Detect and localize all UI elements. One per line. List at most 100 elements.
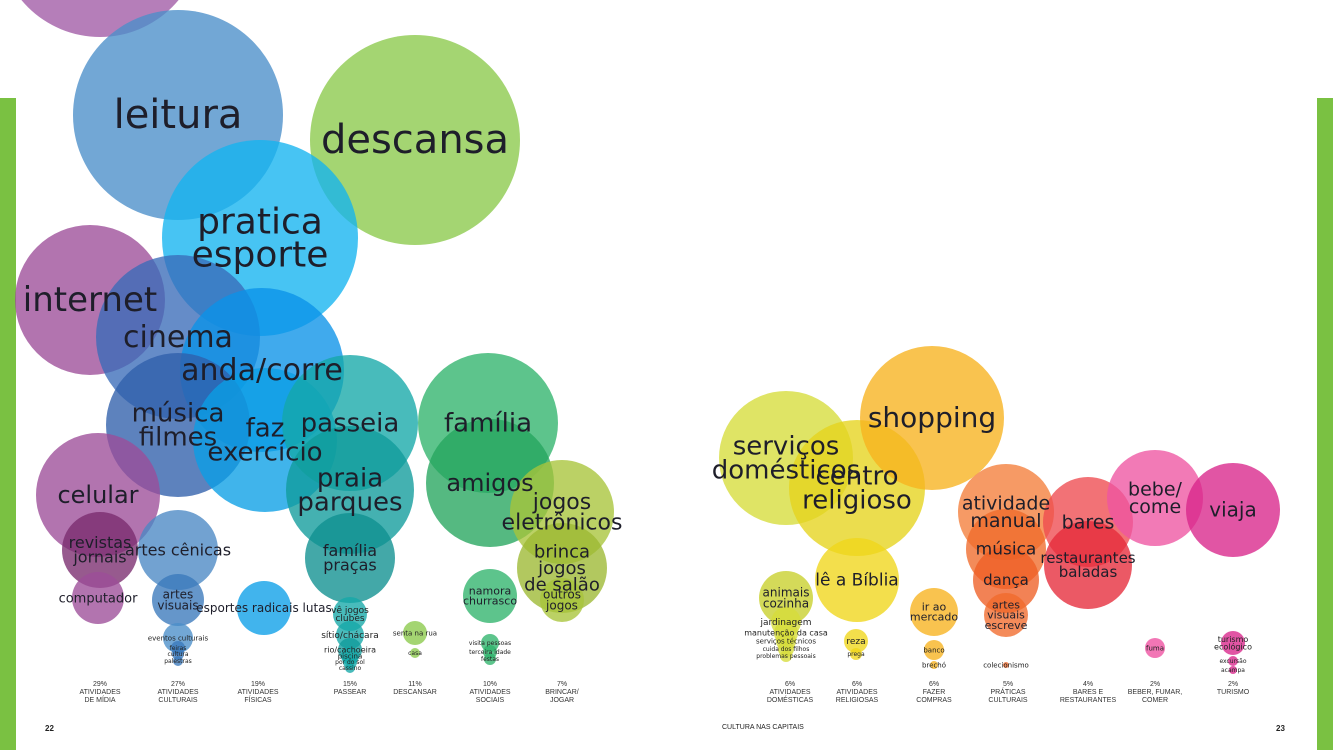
category-name: DE MÍDIA [84,697,116,704]
category-name: DOMÉSTICAS [766,697,814,704]
bubble-artes-cenicas [138,510,218,590]
category-name: DESCANSAR [393,689,437,696]
bubble-brinca-jogos-de-salao [517,523,607,613]
category-percent: 2% [1227,681,1239,688]
bubble-label-le-a-biblia: lê a Bíblia [815,571,898,591]
category-name: ATIVIDADES [769,689,811,696]
bubble-artes-visuais [152,574,204,626]
category-name: BRINCAR/ [545,689,579,696]
bubble-excursao [1228,656,1238,666]
bubble-label-rio-cachoeira: rio/cachoeira [324,646,376,655]
category-name: ATIVIDADES [836,689,878,696]
category-name: CULTURAIS [988,697,1028,704]
bubble-eventos-culturais [163,623,193,653]
bubble-label-festas: festas [481,656,499,663]
category-percent: 2% [1149,681,1161,688]
category-label-beber-fumar-comer: 2%BEBER, FUMAR,COMER [1115,681,1195,705]
bubble-outros-jogos [540,578,584,622]
bubble-label-feiras: feiras [170,645,187,652]
bubble-label-por-do-sol: por do sol [335,659,365,666]
bubble-esportes-radicais-lutas [237,581,291,635]
category-percent: 7% [556,681,568,688]
bubble-praia-parques [286,426,414,554]
bubble-restaurantes-baladas [1044,521,1132,609]
bubble-cassino [345,663,355,673]
bubble-brecho [930,661,938,669]
left-green-bar [0,98,16,750]
category-percent: 11% [408,681,422,688]
bubble-prega [850,648,862,660]
category-percent: 6% [784,681,796,688]
bubble-label-leitura: leitura [114,92,243,138]
bubble-artes-visuais-escreve [984,593,1028,637]
bubble-label-internet: internet [23,280,157,320]
category-name: PASSEAR [333,689,367,696]
bubble-banco [924,640,944,660]
category-name: TURISMO [1216,689,1250,696]
category-label-passear: 15%PASSEAR [310,681,390,697]
bubble-label-banco: banco [923,646,944,654]
category-name: FAZER [922,689,946,696]
category-name: COMPRAS [916,697,952,704]
bubble-animais-cozinha [759,571,813,625]
bubble-label-anda-corre: anda/corre [181,353,343,388]
bubble-label-problemas-pessoais: problemas pessoais [756,653,815,660]
category-name: COMER [1141,697,1169,704]
bubble-ve-jogos-clubes [333,597,367,631]
bubble-fuma [1145,638,1165,658]
bubble-label-jardinagem: jardinagem [759,618,811,628]
bubble-label-piscina: piscina [338,652,363,660]
category-label-turismo: 2%TURISMO [1193,681,1273,697]
bubble-label-descansa: descansa [321,117,509,163]
category-percent: 6% [851,681,863,688]
category-percent: 27% [170,681,185,688]
category-name: ATIVIDADES [79,689,121,696]
bubble-label-brecho: brechó [922,661,946,669]
category-label-brincar-jogar: 7%BRINCAR/JOGAR [522,681,602,705]
bubble-label-amigos: amigos [446,469,533,497]
bubble-label-esportes-radicais-lutas: esportes radicais lutas [196,601,332,615]
bubble-descansa [310,35,520,245]
category-percent: 6% [928,681,940,688]
bubble-label-musica: música [976,540,1037,560]
category-name: RELIGIOSAS [835,697,879,704]
bubble-label-celular: celular [57,481,138,509]
bubble-label-bares: bares [1062,511,1115,533]
page-number-left: 22 [45,724,54,733]
bubble-label-fuma: fuma [1146,644,1164,652]
bubble-familia-pracas [305,513,395,603]
category-name: ATIVIDADES [157,689,199,696]
bubble-danca [973,547,1039,613]
bubble-label-colecionismo: colecionismo [983,661,1029,669]
bubble-label-passeia: passeia [301,409,400,439]
bubble-label-casa: casa [408,650,422,657]
bubble-palestras [173,656,183,666]
bubble-label-reza: reza [846,637,865,647]
category-percent: 15% [342,681,357,688]
bubble-label-viaja: viaja [1209,498,1256,522]
bubble-turismo-ecologico [1221,631,1245,655]
bubble-label-manutencao-da-casa: manutenção da casa [744,629,828,638]
bubble-namora-churrasco [463,569,517,623]
bubble-problemas-pessoais [780,650,792,662]
bubble-label-danca: dança [983,571,1029,589]
page-number-right: 23 [1276,724,1285,733]
category-name: ATIVIDADES [237,689,279,696]
